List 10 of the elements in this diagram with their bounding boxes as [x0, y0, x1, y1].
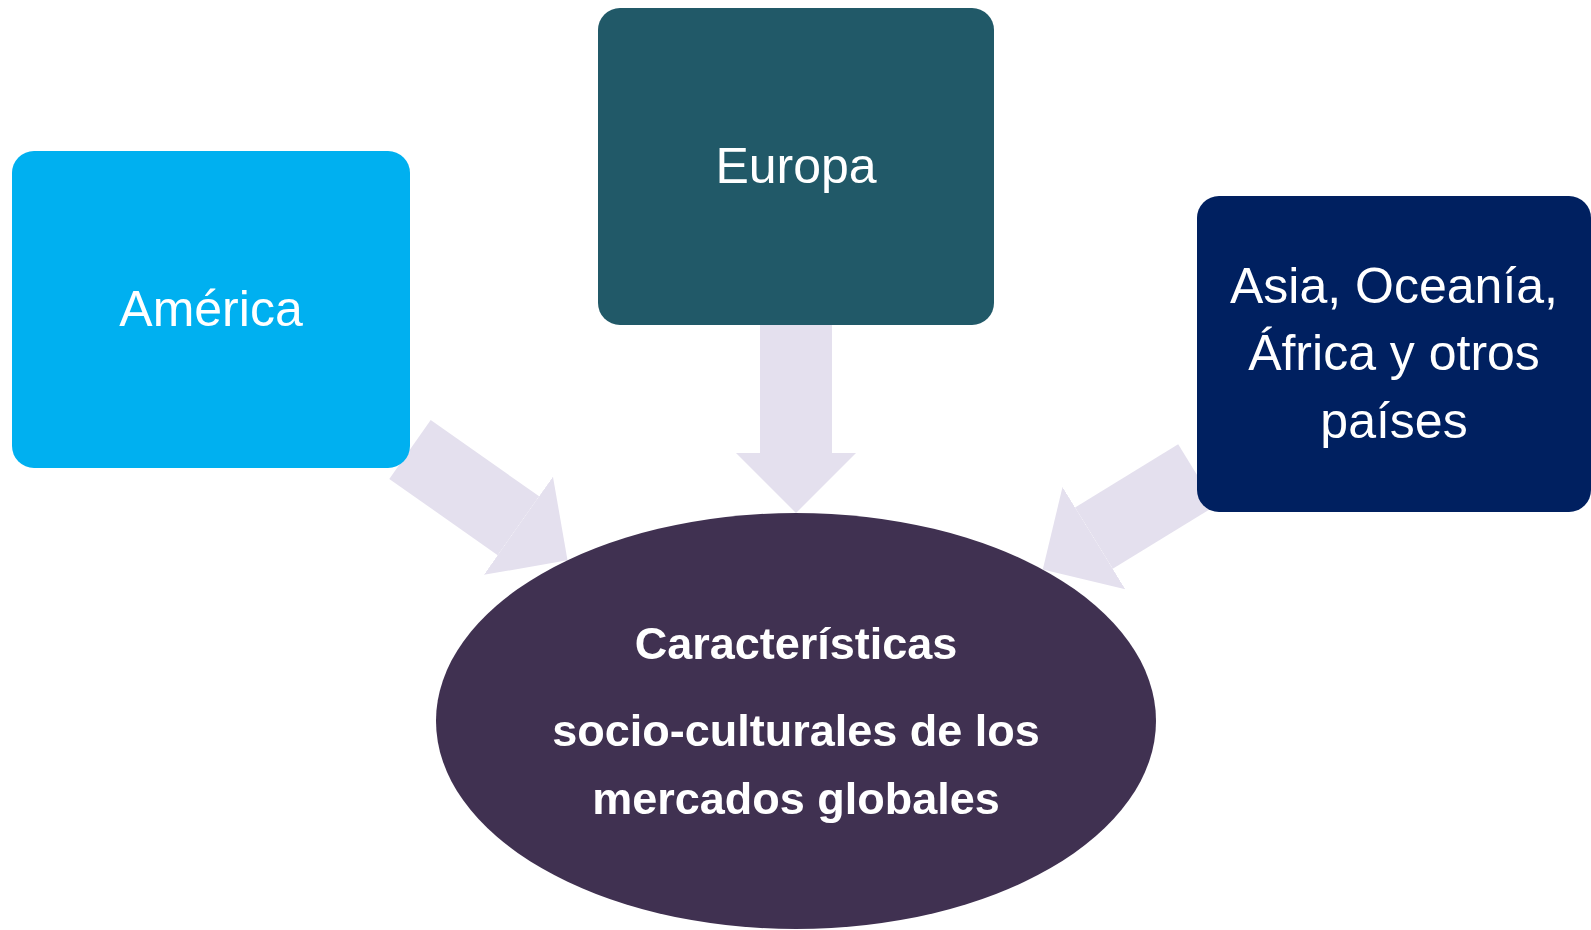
block-arrow [389, 420, 568, 575]
box-label: Asia, Oceanía, África y otros países [1229, 256, 1559, 451]
block-arrow [736, 325, 856, 513]
process-box [598, 8, 994, 325]
process-box [12, 151, 410, 468]
process-box [1197, 196, 1591, 512]
box-label: América [119, 279, 303, 339]
ellipse-heading: Características [634, 616, 958, 671]
ellipse-text: socio-culturales de los mercados globales [551, 704, 1041, 826]
box-label: Europa [715, 136, 877, 196]
